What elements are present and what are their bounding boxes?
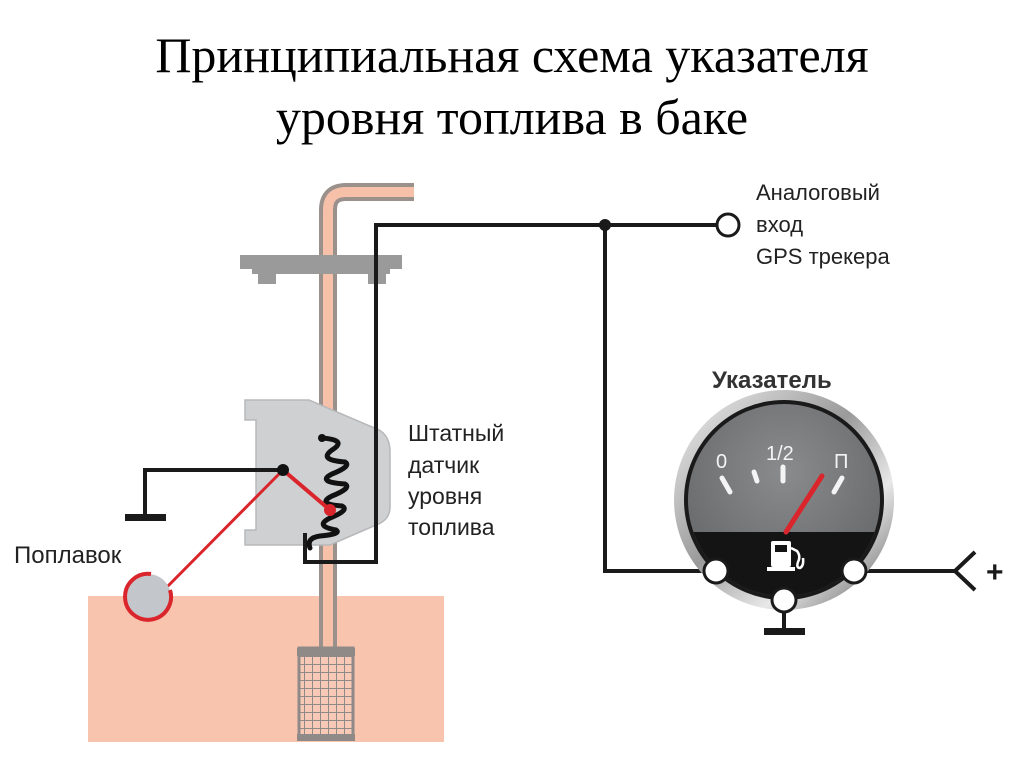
title-line-2: уровня топлива в баке bbox=[275, 89, 749, 145]
wire-junction bbox=[599, 219, 611, 231]
resistor-spring-icon bbox=[306, 435, 350, 551]
ground-symbol-gauge bbox=[764, 628, 805, 635]
positive-terminal-label: + bbox=[986, 556, 1004, 589]
ground-symbol-sensor bbox=[125, 514, 166, 521]
float-label: Поплавок bbox=[14, 542, 122, 569]
fuel-strainer bbox=[297, 646, 355, 741]
gps-label-line-1: Аналоговый bbox=[756, 180, 880, 205]
sensor-label-line-4: топлива bbox=[408, 514, 495, 540]
gauge-label: Указатель bbox=[712, 367, 832, 394]
gauge-scale-half: 1/2 bbox=[766, 443, 794, 465]
fuel-gauge bbox=[674, 390, 894, 610]
float-lever bbox=[164, 464, 336, 590]
gps-label-line-3: GPS трекера bbox=[756, 244, 890, 269]
gauge-terminal-left bbox=[702, 557, 730, 585]
gauge-ticks bbox=[719, 464, 845, 495]
gauge-terminal-right bbox=[840, 557, 868, 585]
gauge-scale-empty: 0 bbox=[716, 451, 727, 473]
title-line-1: Принципиальная схема указателя bbox=[155, 27, 869, 83]
sensor-label-line-3: уровня bbox=[408, 483, 482, 509]
gauge-needle bbox=[783, 473, 825, 535]
gauge-scale-full: П bbox=[834, 451, 848, 473]
sensor-label-line-2: датчик bbox=[408, 452, 480, 478]
gps-label-line-2: вход bbox=[756, 212, 803, 237]
sensor-housing bbox=[244, 399, 391, 546]
fuel-pump-icon bbox=[767, 541, 805, 571]
sensor-label-line-1: Штатный bbox=[408, 420, 504, 446]
gauge-terminal-ground bbox=[770, 586, 798, 614]
float-icon bbox=[123, 571, 174, 622]
fuel-pipe bbox=[319, 183, 414, 700]
page-title: Принципиальная схема указателя уровня то… bbox=[0, 24, 1024, 148]
gps-input-terminal bbox=[715, 212, 741, 238]
